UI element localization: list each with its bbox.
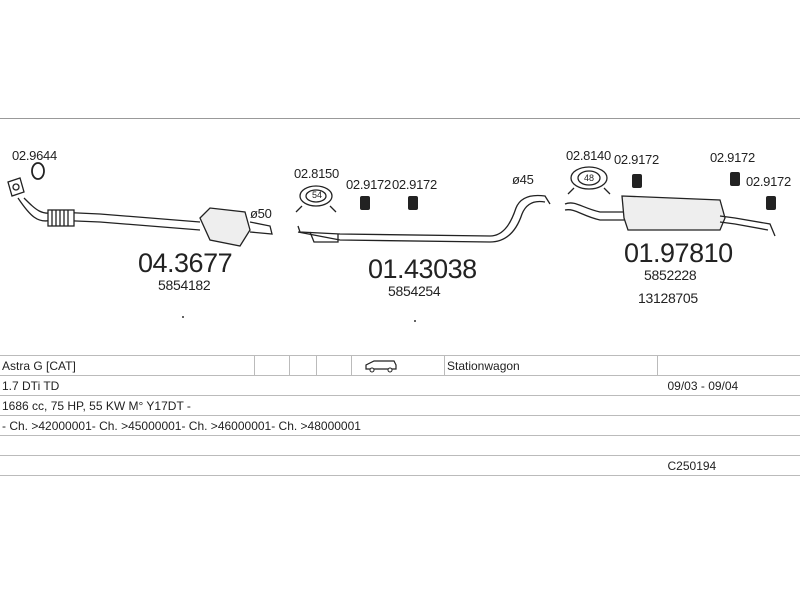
empty-cell — [657, 355, 800, 376]
part-mid-ring-size: 54 — [312, 190, 323, 200]
part-rear-oe-1: 5852228 — [644, 267, 697, 283]
part-mid-rubber-2: 02.9172 — [392, 177, 437, 192]
front-pipe-with-catalyst — [7, 177, 273, 247]
vehicle-icon-cell — [351, 355, 445, 376]
dot — [182, 316, 184, 318]
part-mid-rubber-1: 02.9172 — [346, 177, 391, 192]
empty-cell — [289, 355, 317, 376]
engine-cell: 1.7 DTi TD — [0, 375, 658, 396]
part-mid-oe: 5854254 — [388, 283, 441, 299]
part-mid-diameter: ø45 — [512, 172, 534, 187]
table-row: Astra G [CAT] Stationwagon — [0, 355, 800, 376]
table-row — [0, 435, 800, 456]
years-cell: 09/03 - 09/04 — [657, 375, 800, 396]
part-rear-oe-2: 13128705 — [638, 290, 698, 306]
mid-rubber-mounts — [360, 196, 418, 210]
table-row: 1686 cc, 75 HP, 55 KW M° Y17DT - — [0, 395, 800, 416]
part-rear-rubber-1: 02.9172 — [614, 152, 659, 167]
part-rear-hanger: 02.8140 — [566, 148, 611, 163]
empty-cell — [316, 355, 352, 376]
part-mid-hanger: 02.8150 — [294, 166, 339, 181]
vehicle-info-table: Astra G [CAT] Stationwagon 1.7 DTi TD 09… — [0, 355, 800, 476]
model-cell: Astra G [CAT] — [0, 355, 255, 376]
car-icon — [365, 360, 397, 373]
part-mid-code: 01.43038 — [368, 254, 477, 284]
part-rear-rubber-2: 02.9172 — [710, 150, 755, 165]
table-row: - Ch. >42000001- Ch. >45000001- Ch. >460… — [0, 415, 800, 436]
rear-rubber-mounts — [632, 172, 776, 210]
rear-hanger-ring — [567, 166, 611, 195]
part-rear-code: 01.97810 — [624, 238, 733, 268]
empty-cell — [0, 455, 658, 476]
part-rear-rubber-3: 02.9172 — [746, 174, 791, 189]
exhaust-diagram — [7, 162, 776, 247]
catalog-no-cell: C250194 — [657, 455, 800, 476]
part-clamp-left: 02.9644 — [12, 148, 57, 163]
empty-cell — [0, 435, 800, 456]
specs-cell: 1686 cc, 75 HP, 55 KW M° Y17DT - — [0, 395, 800, 416]
part-cat-code: 04.3677 — [138, 248, 233, 278]
middle-pipe — [297, 194, 551, 243]
top-divider — [0, 118, 800, 119]
table-row: 1.7 DTi TD 09/03 - 09/04 — [0, 375, 800, 396]
rear-silencer — [564, 195, 776, 237]
part-rear-ring-size: 48 — [584, 173, 595, 183]
table-row: C250194 — [0, 455, 800, 476]
chassis-cell: - Ch. >42000001- Ch. >45000001- Ch. >460… — [0, 415, 800, 436]
clamp-left-ring — [31, 162, 45, 180]
part-cat-diameter: ø50 — [250, 206, 272, 221]
empty-cell — [254, 355, 290, 376]
mid-hanger-ring — [295, 185, 337, 213]
part-cat-oe: 5854182 — [158, 277, 211, 293]
dot — [414, 320, 416, 322]
body-type-cell: Stationwagon — [444, 355, 658, 376]
